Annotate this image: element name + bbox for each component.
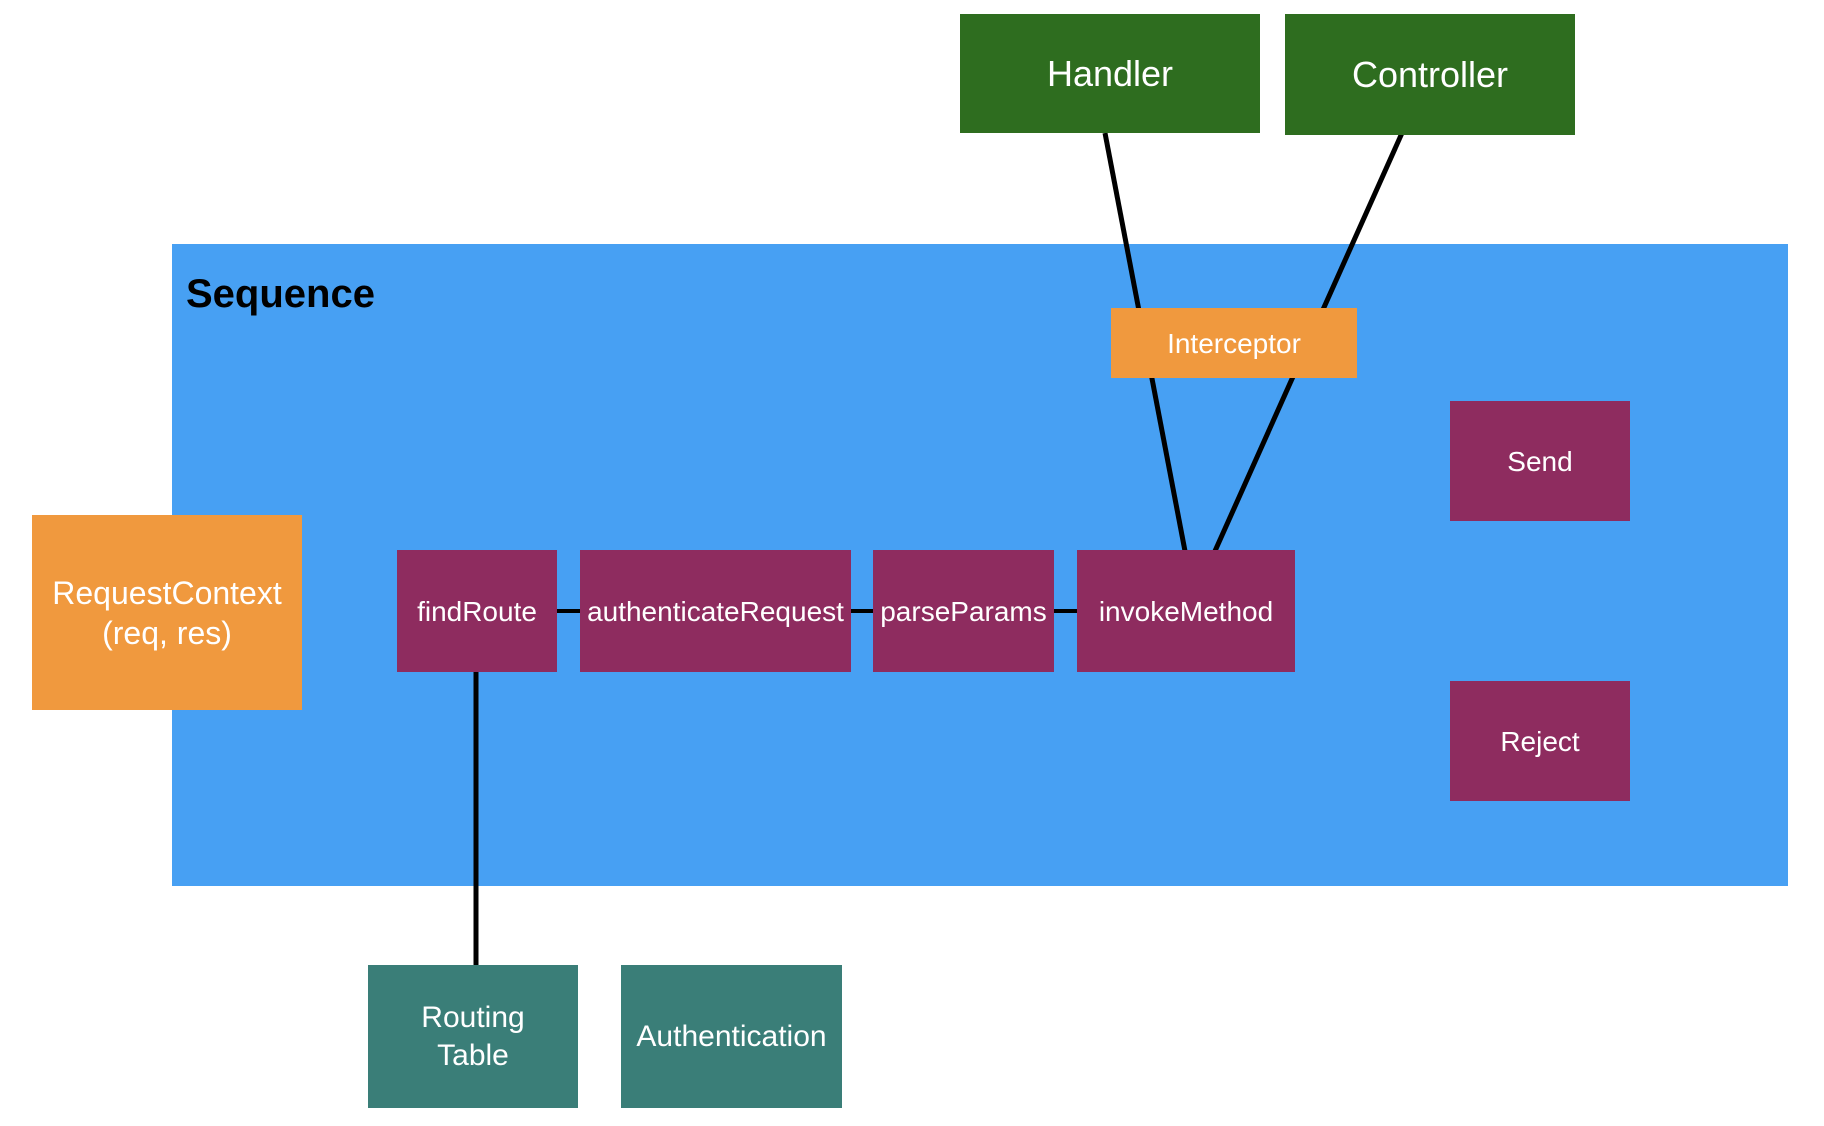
- invoke-method-node: invokeMethod: [1077, 550, 1295, 672]
- request-context-node: RequestContext (req, res): [32, 515, 302, 710]
- authentication-label: Authentication: [636, 1019, 827, 1053]
- authenticate-request-node: authenticateRequest: [580, 550, 851, 672]
- parse-params-node: parseParams: [873, 550, 1054, 672]
- controller-label: Controller: [1351, 54, 1509, 95]
- reject-label: Reject: [1500, 725, 1580, 757]
- send-node: Send: [1450, 401, 1630, 521]
- controller-node: Controller: [1285, 14, 1575, 135]
- request-context-label: RequestContext (req, res): [52, 574, 282, 651]
- authentication-node: Authentication: [621, 965, 842, 1108]
- invoke-method-label: invokeMethod: [1098, 595, 1274, 627]
- routing-table-node: Routing Table: [368, 965, 578, 1108]
- routing-table-label: Routing Table: [421, 1001, 525, 1072]
- authenticate-request-label: authenticateRequest: [587, 595, 844, 627]
- send-label: Send: [1507, 445, 1573, 477]
- reject-node: Reject: [1450, 681, 1630, 801]
- handler-label: Handler: [1046, 53, 1174, 94]
- sequence-title: Sequence: [186, 272, 375, 316]
- interceptor-node: Interceptor: [1111, 308, 1357, 378]
- interceptor-label: Interceptor: [1167, 327, 1301, 359]
- find-route-label: findRoute: [417, 595, 537, 627]
- find-route-node: findRoute: [397, 550, 557, 672]
- handler-node: Handler: [960, 14, 1260, 133]
- parse-params-label: parseParams: [880, 595, 1047, 627]
